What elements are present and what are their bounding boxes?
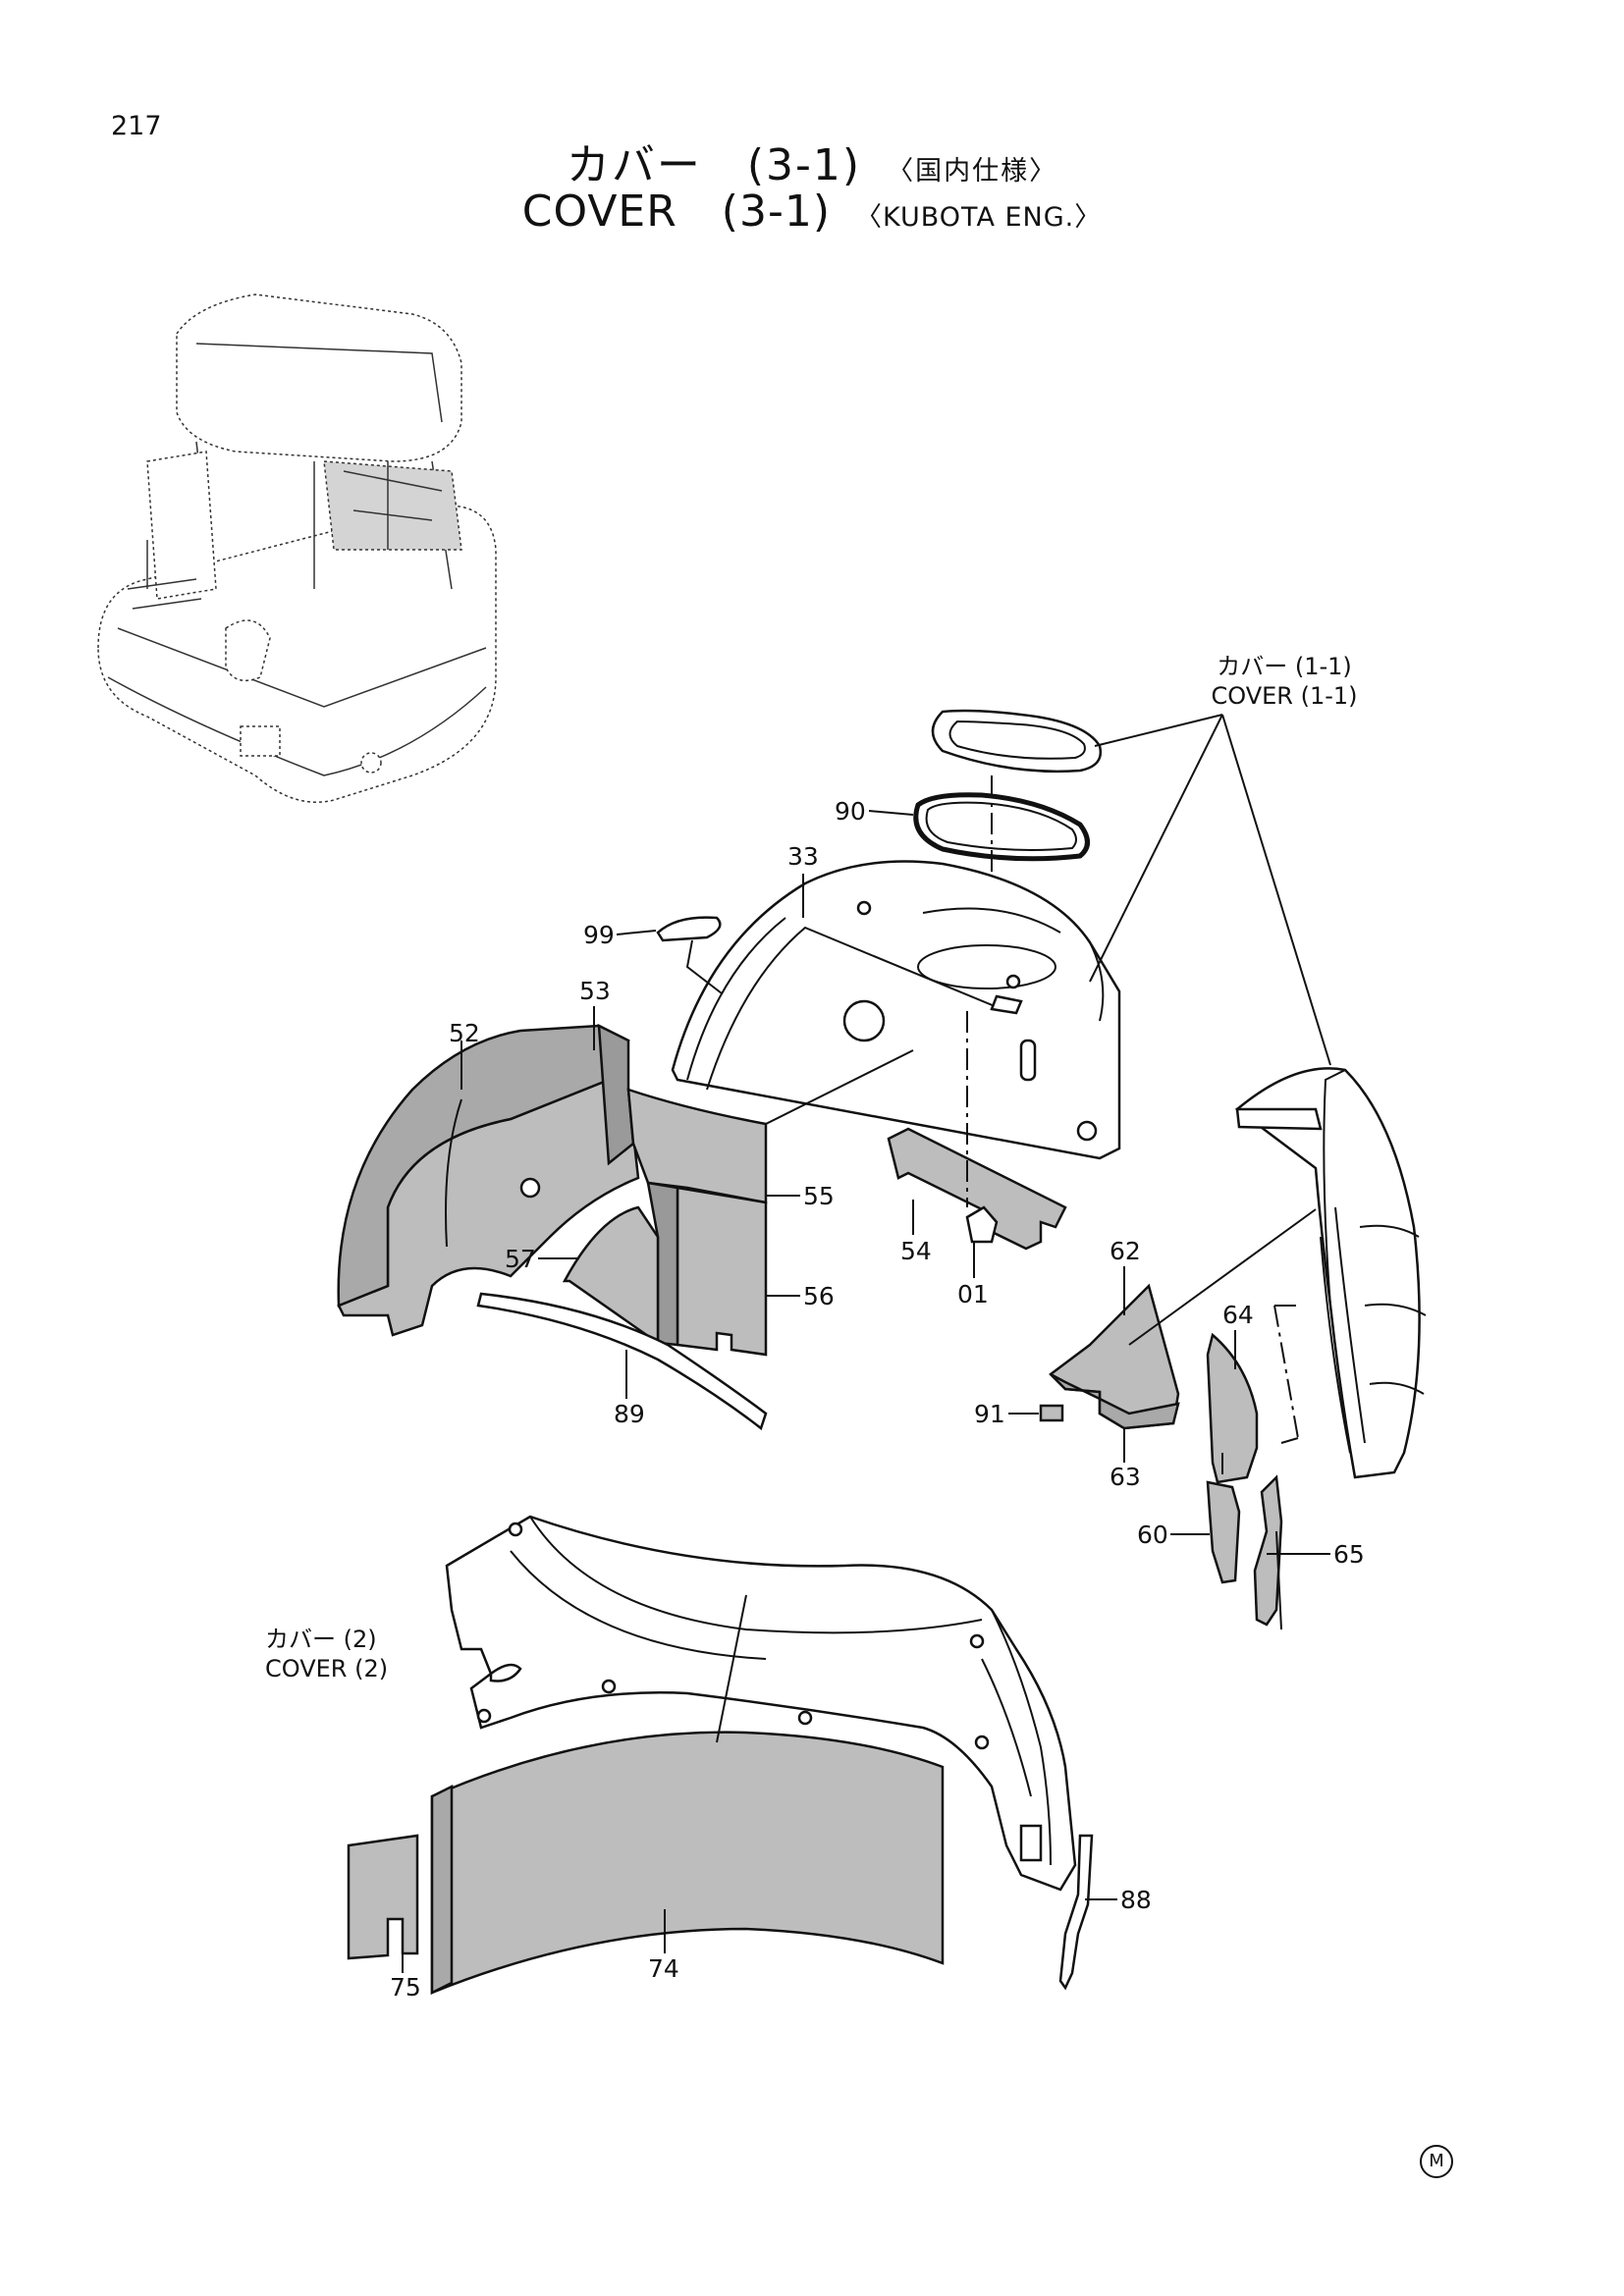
reference-cover-1-1-jp: カバー (1-1) [1217, 653, 1352, 680]
part-90-gasket [913, 792, 1090, 862]
part-label-62: 62 [1110, 1237, 1141, 1265]
reference-cover-2-jp: カバー (2) [265, 1626, 377, 1653]
machine-overview-illustration [97, 294, 497, 803]
part-label-52: 52 [449, 1019, 480, 1047]
manufacturer-mark: M [1420, 2145, 1453, 2178]
part-label-56: 56 [803, 1282, 835, 1310]
part-01-clip [965, 1205, 999, 1244]
part-label-33: 33 [787, 842, 819, 871]
part-52-insulation [337, 1024, 640, 1337]
part-label-53: 53 [579, 977, 611, 1005]
part-60-pad [1206, 1480, 1241, 1584]
part-54-bracket [887, 1127, 1067, 1251]
part-65-pad [1253, 1474, 1283, 1630]
reference-cover-1-1-en: COVER (1-1) [1211, 682, 1358, 710]
part-label-64: 64 [1222, 1301, 1254, 1329]
part-57-pad [562, 1205, 660, 1346]
part-74-large-pad [430, 1731, 945, 1996]
title-jp-code: (3-1) [746, 140, 862, 190]
page-number: 217 [111, 111, 162, 141]
part-label-74: 74 [648, 1954, 679, 1983]
page-title-jp: カバー (3-1) 〈国内仕様〉 [0, 130, 1624, 192]
part-label-57: 57 [505, 1245, 536, 1273]
part-91-block [1039, 1404, 1064, 1422]
part-62-63-pad [1049, 1283, 1180, 1430]
part-89-strip [476, 1292, 768, 1431]
part-label-89: 89 [614, 1400, 645, 1428]
part-label-55: 55 [803, 1182, 835, 1210]
title-jp-main: カバー [566, 140, 702, 190]
title-jp-sub: 〈国内仕様〉 [887, 155, 1058, 187]
reference-cover-1-1: カバー (1-1) COVER (1-1) [1191, 652, 1378, 711]
part-label-90: 90 [835, 797, 866, 826]
part-75-pad [347, 1834, 419, 1960]
part-label-65: 65 [1333, 1540, 1365, 1569]
part-88-strip [1058, 1834, 1094, 1991]
title-en-main: COVER [521, 187, 677, 237]
part-label-60: 60 [1137, 1521, 1168, 1549]
part-33-upper-cover [671, 860, 1121, 1160]
cover-1-1-frame [931, 709, 1103, 774]
part-label-63: 63 [1110, 1463, 1141, 1491]
title-en-sub: 〈KUBOTA ENG.〉 [855, 201, 1103, 233]
reference-cover-2-en: COVER (2) [265, 1655, 389, 1682]
reference-cover-2: カバー (2) COVER (2) [265, 1625, 412, 1683]
cover-1-1-side-panel [1234, 1067, 1427, 1479]
part-99-plate [656, 916, 722, 942]
part-label-88: 88 [1120, 1886, 1152, 1914]
part-55-56-pads [626, 1088, 768, 1357]
part-label-91: 91 [974, 1400, 1005, 1428]
cover-2-rear-cover [445, 1515, 1077, 1892]
part-64-pad [1206, 1332, 1259, 1484]
leader-lines [402, 714, 1331, 1973]
part-label-01: 01 [957, 1280, 989, 1308]
dashed-assembly-axes [966, 1011, 1301, 1482]
part-label-99: 99 [583, 921, 615, 949]
part-label-75: 75 [390, 1973, 421, 2002]
part-label-54: 54 [900, 1237, 932, 1265]
title-en-code: (3-1) [721, 187, 831, 237]
page-title-en: COVER (3-1) 〈KUBOTA ENG.〉 [0, 187, 1624, 237]
